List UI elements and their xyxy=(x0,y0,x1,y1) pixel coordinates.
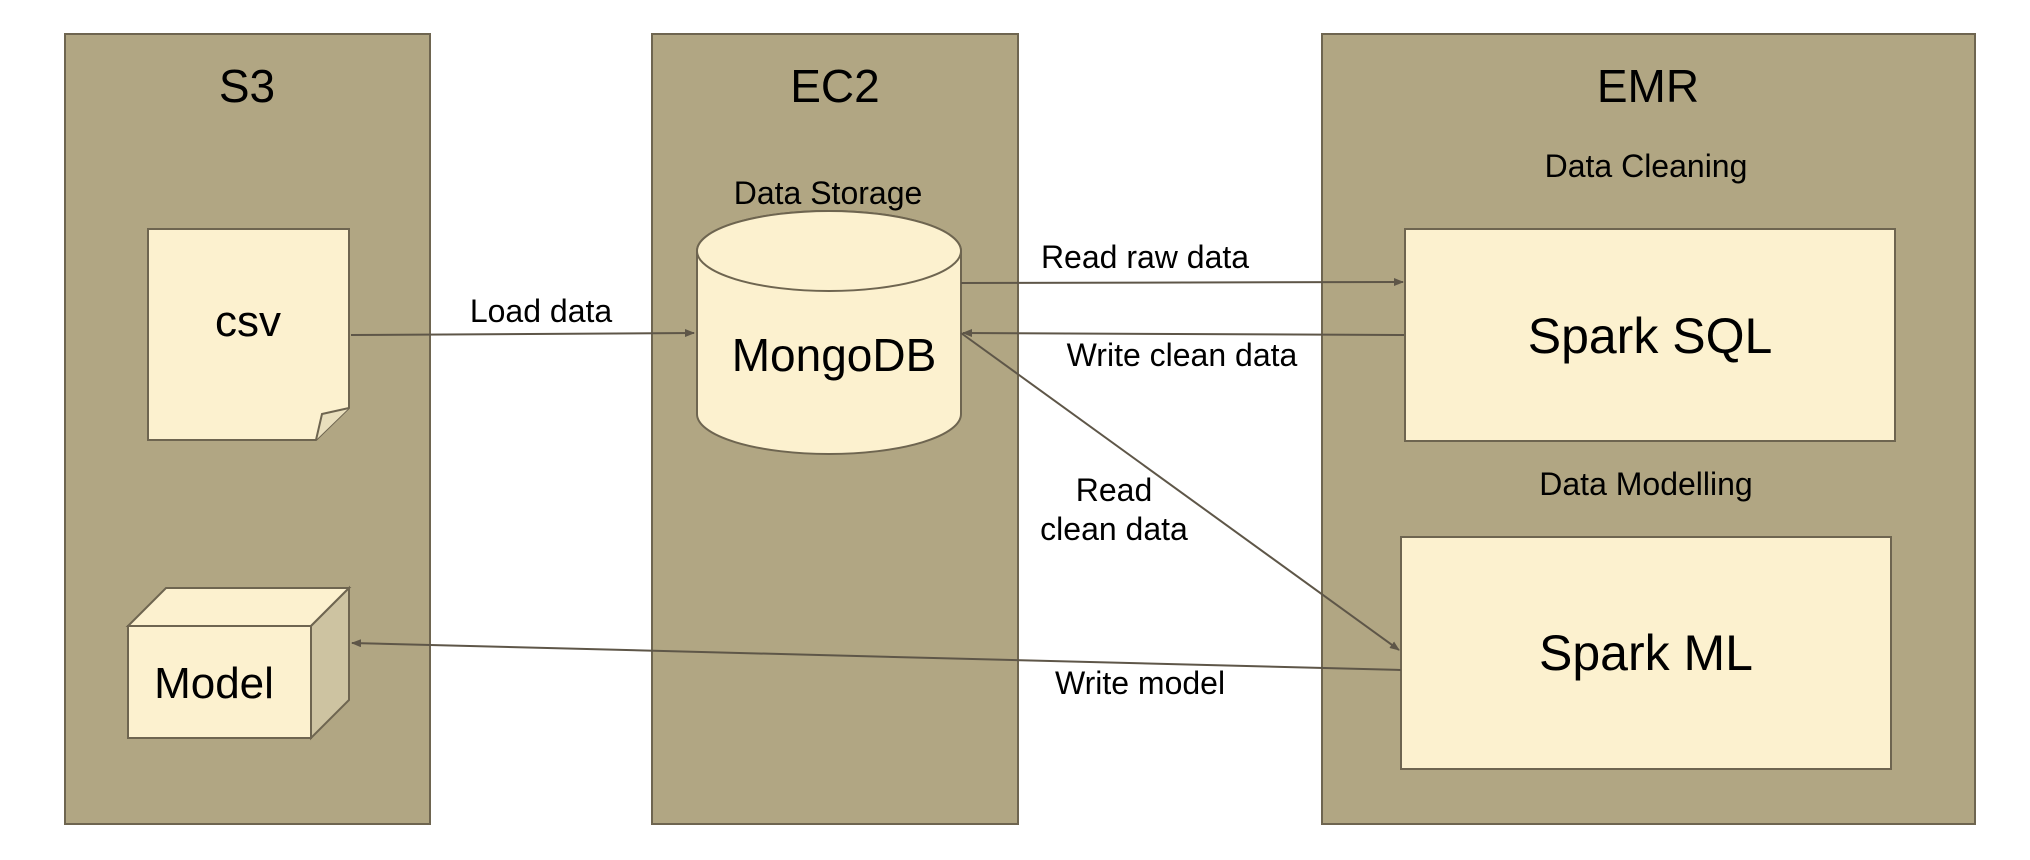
emr-title: EMR xyxy=(1597,60,1699,112)
read-raw-data-arrow xyxy=(960,278,1404,287)
mongodb-node: MongoDB xyxy=(696,210,962,455)
write-model-label: Write model xyxy=(1055,665,1225,701)
s3-title: S3 xyxy=(219,60,275,112)
spark-ml-label: Spark ML xyxy=(1539,625,1753,681)
spark-sql-caption: Data Cleaning xyxy=(1545,148,1748,184)
load-data-arrow xyxy=(350,329,695,338)
read-raw-data-label: Read raw data xyxy=(1041,239,1249,275)
cube-icon xyxy=(127,625,312,739)
load-data-label: Load data xyxy=(470,293,613,329)
mongodb-label: MongoDB xyxy=(732,329,937,381)
read-clean-data-label-line1: Read xyxy=(1076,472,1153,508)
read-clean-data-label-line2: clean data xyxy=(1040,511,1188,547)
csv-node: csv xyxy=(147,228,350,441)
write-model-arrow xyxy=(351,639,1402,671)
cylinder-top xyxy=(696,210,962,292)
spark-ml-caption: Data Modelling xyxy=(1539,466,1752,502)
ec2-title: EC2 xyxy=(790,60,879,112)
mongodb-caption: Data Storage xyxy=(734,175,923,211)
spark-sql-node xyxy=(1404,228,1896,442)
model-label: Model xyxy=(154,659,274,708)
model-node: Model xyxy=(125,585,352,741)
read-clean-data-arrow xyxy=(960,332,1400,651)
write-clean-data-label: Write clean data xyxy=(1067,337,1298,373)
write-clean-data-arrow xyxy=(962,329,1405,338)
spark-sql-label: Spark SQL xyxy=(1528,308,1773,364)
spark-ml-node xyxy=(1400,536,1892,770)
note-fold xyxy=(315,407,350,441)
csv-label: csv xyxy=(215,297,281,346)
